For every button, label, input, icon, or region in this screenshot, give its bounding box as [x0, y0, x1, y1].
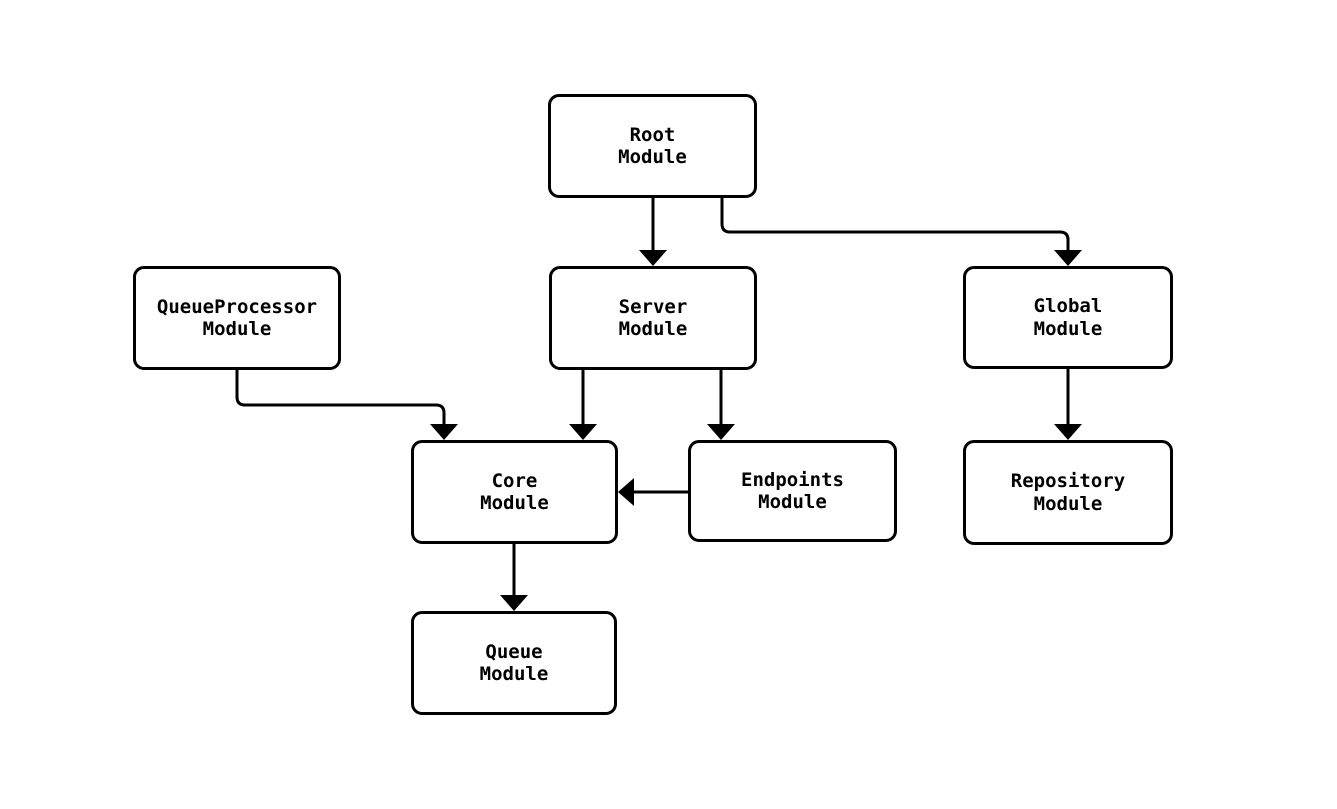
edge-core-to-queue — [500, 544, 528, 611]
node-queueprocessor-module: QueueProcessor Module — [133, 266, 341, 370]
edge-global-to-repository — [1054, 369, 1082, 440]
node-queue-module: Queue Module — [411, 611, 617, 715]
node-server-module: Server Module — [549, 266, 757, 370]
node-core-module: Core Module — [411, 440, 618, 544]
edge-server-to-core — [569, 370, 597, 440]
node-root-module: Root Module — [548, 94, 757, 198]
node-global-module: Global Module — [963, 266, 1173, 369]
edge-queueprocessor-to-core — [235, 370, 458, 440]
edge-endpoints-to-core — [618, 478, 688, 506]
node-repository-module: Repository Module — [963, 440, 1173, 545]
edge-root-to-global — [720, 198, 1082, 266]
edge-server-to-endpoints — [707, 370, 735, 440]
edge-root-to-server — [639, 198, 667, 266]
node-endpoints-module: Endpoints Module — [688, 440, 897, 542]
